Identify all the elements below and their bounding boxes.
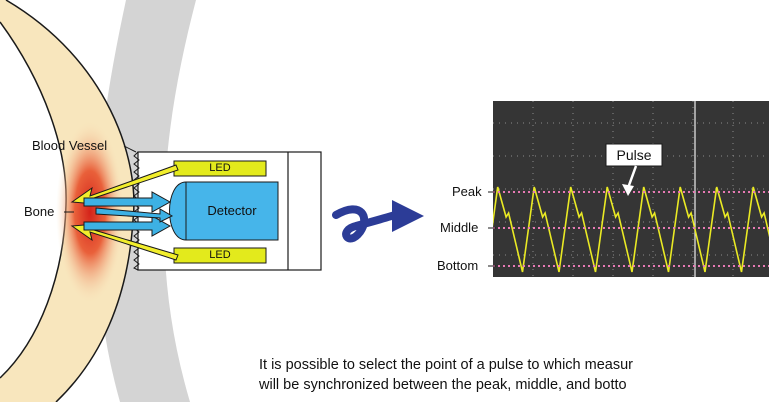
blood-vessel xyxy=(56,120,124,304)
detector-body xyxy=(185,181,279,241)
bone-label: Bone xyxy=(24,204,55,219)
led-bottom-label: LED xyxy=(209,249,231,261)
detector-label: Detector xyxy=(207,203,257,218)
led-top-label: LED xyxy=(209,162,231,174)
middle-label: Middle xyxy=(440,220,479,235)
bottom-label: Bottom xyxy=(437,258,479,273)
peak-label: Peak xyxy=(452,184,482,199)
description-line-2: will be synchronized between the peak, m… xyxy=(259,377,627,393)
description-line-1: It is possible to select the point of a … xyxy=(259,357,633,373)
pulse-waveform xyxy=(493,186,769,273)
pulse-label: Pulse xyxy=(616,147,652,163)
detection-arrow-icon xyxy=(83,191,174,237)
oscilloscope xyxy=(493,101,769,277)
pulse-callout xyxy=(605,143,663,167)
tissue-outline xyxy=(5,0,135,403)
callout-arrow-icon xyxy=(622,165,638,196)
curved-arrow-icon xyxy=(332,200,424,243)
bone-region xyxy=(0,22,67,378)
blood-vessel-label: Blood Vessel xyxy=(32,138,108,153)
description-text: It is possible to select the point of a … xyxy=(259,355,769,395)
